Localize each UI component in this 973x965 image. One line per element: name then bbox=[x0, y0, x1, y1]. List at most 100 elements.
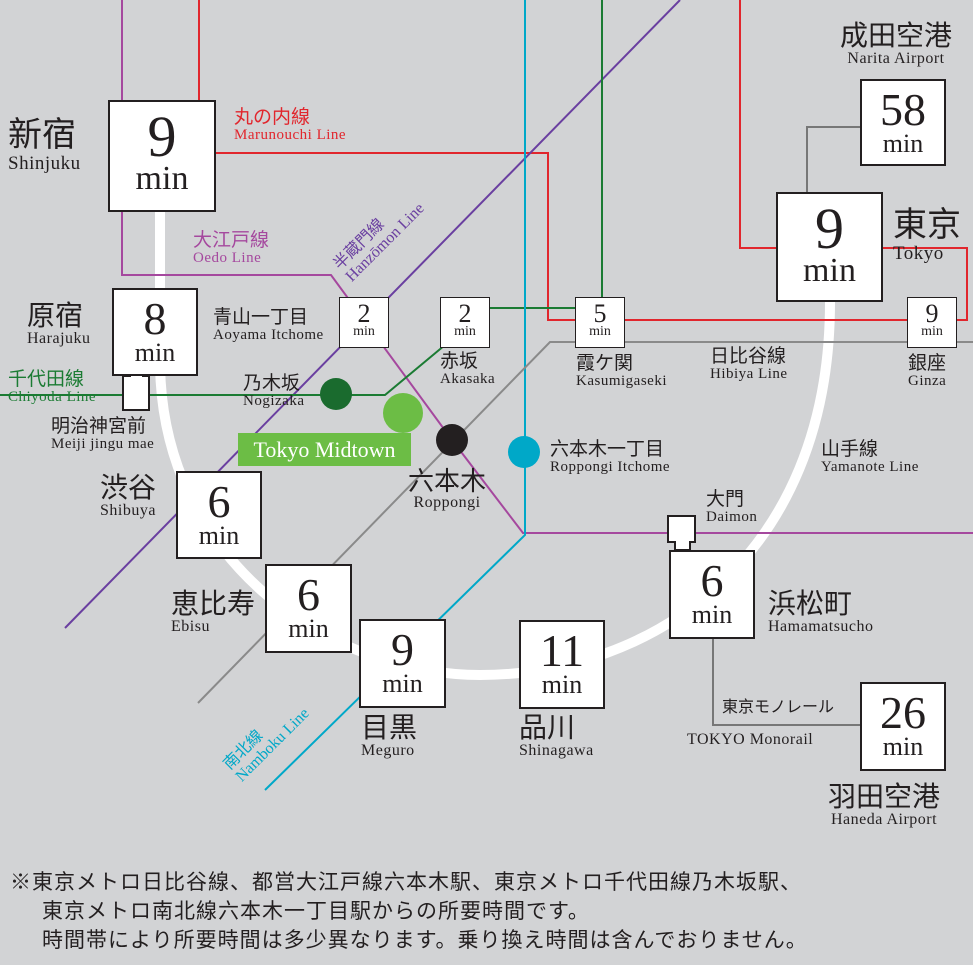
en: Roppongi Itchome bbox=[550, 458, 671, 475]
minutes: 8 bbox=[143, 293, 167, 344]
meiji-connector-shape bbox=[122, 369, 150, 411]
en: Haneda Airport bbox=[830, 811, 938, 829]
min-unit: min bbox=[198, 521, 240, 550]
minutes: 26 bbox=[880, 687, 926, 738]
narita-connector bbox=[806, 126, 860, 192]
en: Roppongi bbox=[413, 494, 481, 512]
minutes: 58 bbox=[880, 84, 926, 135]
min-unit: min bbox=[541, 670, 583, 699]
jp: 青山一丁目 bbox=[213, 307, 309, 328]
jp: 乃木坂 bbox=[243, 373, 301, 394]
en: Marunouchi Line bbox=[234, 126, 347, 143]
en: Yamanote Line bbox=[821, 458, 919, 475]
jp: 日比谷線 bbox=[710, 346, 787, 367]
min-unit: min bbox=[691, 600, 733, 629]
monorail-jp-label: 東京モノレール bbox=[722, 699, 835, 716]
en: Kasumigaseki bbox=[576, 372, 667, 389]
min-unit: min bbox=[882, 129, 924, 158]
jp: 霞ケ関 bbox=[576, 353, 634, 374]
minutes: 9 bbox=[815, 196, 844, 261]
minutes: 6 bbox=[297, 569, 320, 620]
footnote-line: 東京メトロ南北線六本木一丁目駅からの所要時間です。 bbox=[42, 899, 590, 923]
jp: 丸の内線 bbox=[234, 107, 311, 128]
en: Meguro bbox=[361, 742, 415, 760]
min-unit: min bbox=[454, 324, 476, 339]
jp: 赤坂 bbox=[440, 351, 479, 372]
min-unit: min bbox=[288, 614, 329, 643]
monorail-en-label: TOKYO Monorail bbox=[687, 731, 814, 748]
en: Narita Airport bbox=[847, 50, 945, 68]
daimon-connector-shape bbox=[667, 515, 696, 551]
oedo-line bbox=[121, 0, 973, 534]
min-unit: min bbox=[921, 324, 943, 339]
jp: 東京 bbox=[893, 207, 961, 244]
namboku-line bbox=[264, 0, 526, 791]
minutes: 2 bbox=[357, 299, 371, 328]
en: Meiji jingu mae bbox=[51, 435, 155, 452]
en: Aoyama Itchome bbox=[213, 326, 324, 343]
nogizaka-station-dot bbox=[320, 378, 352, 410]
jp: 羽田空港 bbox=[828, 782, 941, 813]
min-unit: min bbox=[134, 338, 176, 367]
en: Tokyo bbox=[893, 242, 944, 264]
jp: 品川 bbox=[519, 713, 576, 744]
en: Akasaka bbox=[440, 370, 496, 387]
monorail-line bbox=[712, 639, 860, 726]
minutes: 5 bbox=[593, 299, 607, 328]
min-unit: min bbox=[803, 252, 856, 289]
tokyo-midtown-dot bbox=[383, 393, 423, 433]
roppongi-itchome-station-dot bbox=[508, 436, 540, 468]
minutes: 9 bbox=[925, 299, 939, 328]
min-unit: min bbox=[882, 732, 924, 761]
marunouchi-line bbox=[198, 0, 968, 321]
min-unit: min bbox=[353, 324, 375, 339]
minutes: 9 bbox=[147, 104, 177, 169]
en: Shinagawa bbox=[519, 742, 594, 760]
min-unit: min bbox=[589, 324, 611, 339]
en: Shibuya bbox=[100, 502, 156, 520]
en: Shinjuku bbox=[8, 152, 81, 174]
en: Nogizaka bbox=[243, 392, 305, 409]
en: Ginza bbox=[908, 372, 947, 389]
jp: 千代田線 bbox=[8, 369, 85, 390]
min-unit: min bbox=[382, 669, 423, 698]
tokyo-midtown-label: Tokyo Midtown bbox=[238, 433, 411, 466]
minutes: 2 bbox=[458, 299, 472, 328]
roppongi-station-dot bbox=[436, 424, 468, 456]
en: Chiyoda Line bbox=[8, 388, 97, 405]
jp: 山手線 bbox=[821, 439, 879, 460]
jp: 明治神宮前 bbox=[51, 416, 147, 437]
en: Ebisu bbox=[171, 618, 210, 636]
jp: 原宿 bbox=[27, 301, 84, 332]
minutes: 6 bbox=[700, 555, 724, 606]
jp: 銀座 bbox=[908, 353, 947, 374]
minutes: 9 bbox=[391, 624, 414, 675]
